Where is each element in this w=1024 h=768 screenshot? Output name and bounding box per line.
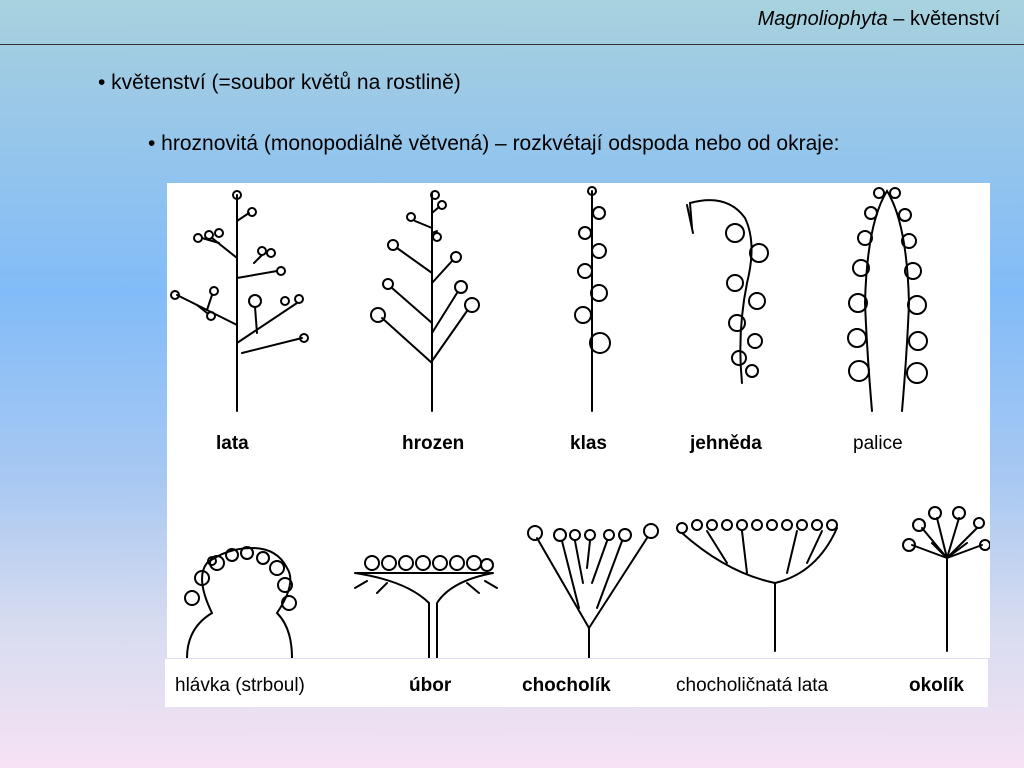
label-chocholik: chocholík — [522, 675, 611, 696]
label-ubor: úbor — [409, 675, 452, 696]
label-jehneda: jehněda — [690, 433, 762, 454]
inflorescence-drawings — [170, 186, 990, 658]
title-rest: – květenství — [887, 8, 1000, 30]
title-divider — [0, 44, 1024, 45]
spike-drawing — [574, 186, 611, 412]
label-hrozen: hrozen — [402, 433, 465, 454]
panicle-drawing — [170, 190, 309, 412]
spadix-drawing — [847, 187, 928, 412]
head-drawing — [184, 546, 297, 658]
bullet-main: • květenství (=soubor květů na rostlině) — [98, 71, 461, 94]
raceme-drawing — [370, 190, 480, 412]
label-hlavka: hlávka (strboul) — [175, 675, 305, 696]
umbel-drawing — [902, 506, 990, 652]
corymbose-panicle-drawing — [676, 519, 838, 652]
label-lata: lata — [216, 433, 249, 454]
corymb-drawing — [527, 523, 659, 658]
slide-title: Magnoliophyta – květenství — [758, 8, 1000, 31]
capitulum-drawing — [354, 555, 498, 658]
label-palice: palice — [853, 433, 903, 454]
label-klas: klas — [570, 433, 607, 454]
title-italic: Magnoliophyta — [757, 8, 888, 30]
inflorescence-panel: lata hrozen klas jehněda palice — [167, 183, 990, 658]
label-okolik: okolík — [909, 675, 964, 696]
catkin-drawing — [686, 199, 769, 384]
label-chocholicnata-lata: chocholičnatá lata — [676, 675, 829, 696]
bottom-labels-bar: hlávka (strboul) úbor chocholík chocholi… — [165, 659, 988, 707]
bullet-sub: • hroznovitá (monopodiálně větvená) – ro… — [148, 132, 840, 155]
